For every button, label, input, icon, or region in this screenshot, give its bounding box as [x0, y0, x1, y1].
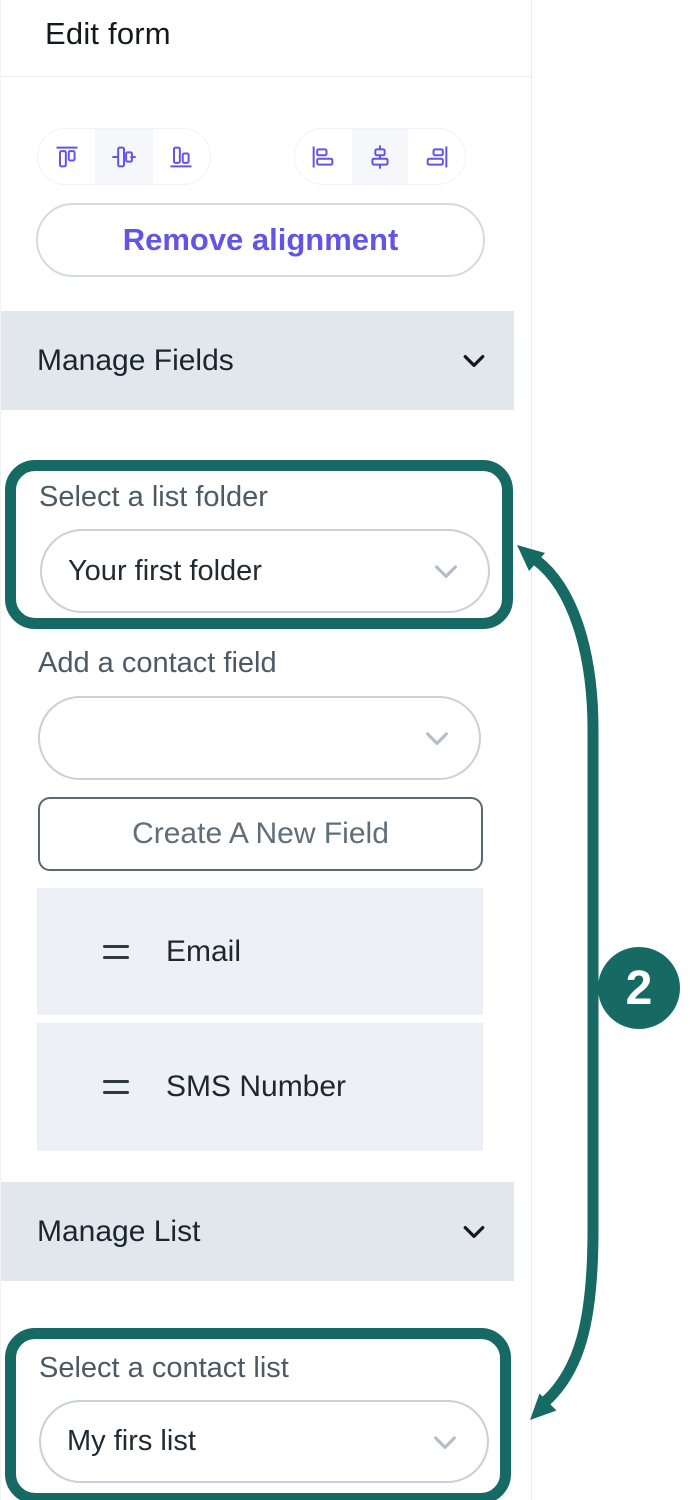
remove-alignment-button[interactable]: Remove alignment [36, 203, 485, 277]
align-center-horizontal-button[interactable] [351, 129, 409, 184]
horizontal-align-group [294, 128, 466, 185]
align-middle-vertical-icon [112, 146, 136, 167]
list-folder-selected-value: Your first folder [68, 554, 262, 587]
contact-list-select[interactable]: My firs list [39, 1400, 489, 1483]
list-folder-label: Select a list folder [39, 481, 268, 513]
add-contact-field-label: Add a contact field [38, 647, 277, 679]
chevron-down-icon [434, 1435, 456, 1449]
contact-list-selected-value: My firs list [67, 1425, 196, 1457]
field-row-label: Email [166, 934, 242, 968]
manage-fields-label: Manage Fields [37, 343, 234, 377]
chevron-down-icon [435, 565, 457, 578]
field-row-sms-number[interactable]: SMS Number [37, 1023, 483, 1151]
chevron-down-icon [426, 732, 448, 745]
annotation-arrow [517, 545, 599, 1420]
drag-handle-icon[interactable] [103, 944, 129, 959]
align-right-button[interactable] [408, 129, 465, 184]
align-center-horizontal-icon [371, 144, 389, 169]
align-middle-vertical-button[interactable] [95, 129, 153, 184]
drag-handle-icon[interactable] [103, 1080, 129, 1094]
align-right-icon [426, 146, 447, 167]
field-row-email[interactable]: Email [37, 888, 483, 1015]
arrowhead-up-icon [517, 545, 545, 571]
step-number-badge: 2 [598, 947, 680, 1029]
align-left-button[interactable] [295, 129, 352, 184]
manage-list-header[interactable]: Manage List [1, 1182, 514, 1281]
list-folder-select[interactable]: Your first folder [40, 529, 490, 613]
field-row-label: SMS Number [166, 1070, 347, 1103]
vertical-align-group [37, 128, 211, 185]
align-left-icon [313, 146, 334, 167]
align-top-button[interactable] [38, 129, 95, 184]
create-new-field-button[interactable]: Create A New Field [38, 797, 483, 871]
manage-fields-header[interactable]: Manage Fields [1, 311, 514, 410]
arrowhead-down-icon [530, 1393, 557, 1420]
chevron-down-icon [463, 354, 485, 367]
align-bottom-icon [170, 146, 192, 167]
manage-list-label: Manage List [37, 1214, 201, 1248]
edit-form-panel: Edit form [0, 0, 533, 1500]
add-contact-field-select[interactable] [38, 696, 481, 780]
title-divider [1, 76, 533, 77]
chevron-down-icon [463, 1225, 485, 1238]
align-top-icon [56, 146, 78, 167]
page-title: Edit form [45, 16, 171, 51]
contact-list-label: Select a contact list [39, 1352, 289, 1384]
align-bottom-button[interactable] [153, 129, 210, 184]
